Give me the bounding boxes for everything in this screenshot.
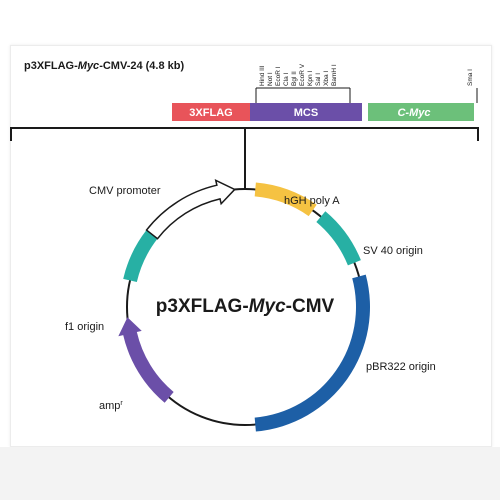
site-label: Sal I — [315, 73, 322, 86]
bottom-band — [0, 447, 500, 500]
myc-segment — [368, 103, 474, 121]
cmv-promoter-arrow — [145, 178, 236, 240]
myc-label: C-Myc — [397, 107, 430, 119]
site-label: EcoR I — [275, 66, 282, 86]
site-label: Xba I — [323, 71, 330, 86]
site-label: Sma I — [467, 69, 474, 86]
site-label: Bgl II — [291, 71, 298, 86]
pbr322-origin-label: pBR322 origin — [366, 361, 436, 373]
site-label: Kpn I — [307, 71, 314, 86]
sv40-origin-label: SV 40 origin — [363, 245, 423, 257]
f1-origin-arc — [123, 230, 158, 283]
f1-origin-label: f1 origin — [65, 321, 104, 333]
flag-label: 3XFLAG — [189, 107, 232, 119]
site-label: BamH I — [331, 64, 338, 86]
plasmid-name: p3XFLAG-Myc-CMV — [156, 296, 335, 317]
site-label: EcoR V — [299, 63, 306, 86]
pbr322-origin-arc — [254, 274, 370, 432]
vector-title: p3XFLAG-Myc-CMV-24 (4.8 kb) — [24, 60, 184, 72]
site-label: Cla I — [283, 72, 290, 86]
site-label: Not I — [267, 72, 274, 86]
hgh-polya-arc — [254, 182, 317, 217]
site-label: Hind III — [259, 65, 266, 86]
flag-segment — [172, 103, 250, 121]
mcs-label: MCS — [294, 107, 318, 119]
mcs-segment — [250, 103, 362, 121]
sv40-origin-arc — [316, 211, 361, 266]
hgh-polya-label: hGH poly A — [284, 195, 340, 207]
amp-resistance-arrow — [118, 317, 174, 403]
amp-label: ampr — [99, 400, 123, 412]
cmv-promoter-label: CMV promoter — [89, 185, 161, 197]
